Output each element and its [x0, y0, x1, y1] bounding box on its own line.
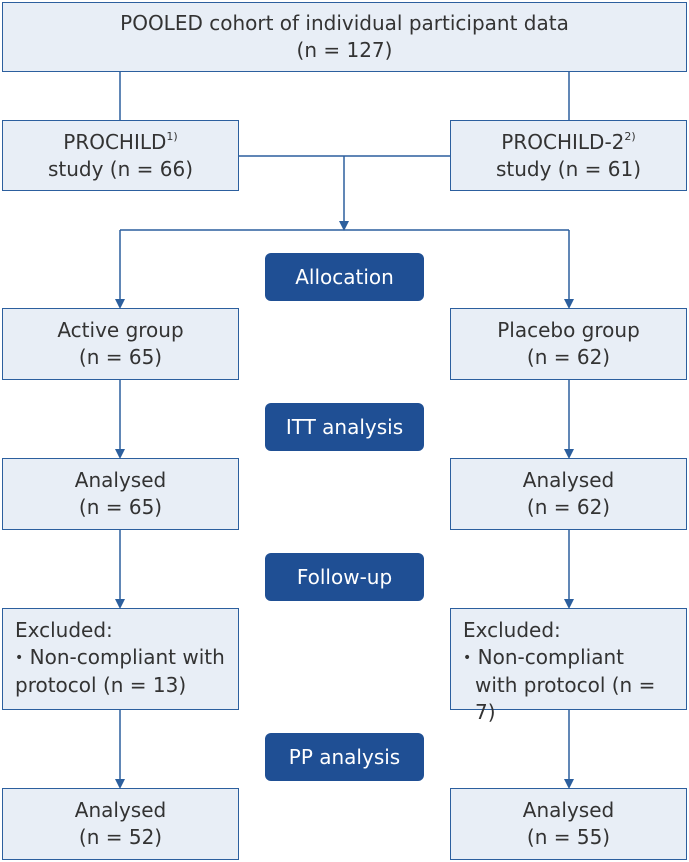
itt-analysed-placebo-box: Analysed (n = 62) [450, 458, 687, 530]
excluded-placebo-box: Excluded: • Non-compliant with protocol … [450, 608, 687, 724]
prochild-study-count: study (n = 66) [47, 156, 194, 181]
pooled-cohort-count: (n = 127) [296, 38, 393, 62]
prochild-reference: 1) [166, 129, 178, 143]
prochild-study-name: PROCHILD1) [63, 129, 178, 154]
prochild-2-reference: 2) [624, 129, 636, 143]
prochild-2-study-count: study (n = 61) [495, 156, 642, 181]
pp-analysed-active-count: (n = 52) [78, 825, 163, 849]
pp-analysed-placebo-label: Analysed [522, 798, 615, 822]
excluded-placebo-title: Excluded: [463, 618, 561, 642]
active-group-count: (n = 65) [78, 345, 163, 369]
follow-up-label: Follow-up [265, 553, 424, 601]
excluded-active-box: Excluded: • Non-compliant with protocol … [2, 608, 239, 710]
excluded-active-reason: • Non-compliant with [15, 645, 225, 669]
pp-analysed-placebo-box: Analysed (n = 55) [450, 788, 687, 860]
excluded-active-count: protocol (n = 13) [15, 673, 187, 697]
placebo-group-count: (n = 62) [526, 345, 611, 369]
active-group-box: Active group (n = 65) [2, 308, 239, 380]
excluded-placebo-reason: • Non-compliant [463, 645, 625, 669]
active-group-label: Active group [57, 318, 184, 342]
prochild-study-box: PROCHILD1) study (n = 66) [2, 120, 239, 191]
placebo-group-box: Placebo group (n = 62) [450, 308, 687, 380]
prochild-2-study-box: PROCHILD-22) study (n = 61) [450, 120, 687, 191]
itt-analysed-active-box: Analysed (n = 65) [2, 458, 239, 530]
bullet-icon: • [463, 650, 472, 666]
pp-analysed-active-label: Analysed [74, 798, 167, 822]
placebo-group-label: Placebo group [497, 318, 640, 342]
allocation-label: Allocation [265, 253, 424, 301]
prochild-2-study-name: PROCHILD-22) [501, 129, 636, 154]
excluded-active-title: Excluded: [15, 618, 113, 642]
excluded-placebo-count: with protocol (n = 7) [475, 673, 656, 724]
pooled-cohort-title: POOLED cohort of individual participant … [120, 11, 569, 35]
pp-analysed-placebo-count: (n = 55) [526, 825, 611, 849]
itt-analysed-active-label: Analysed [74, 468, 167, 492]
pp-analysed-active-box: Analysed (n = 52) [2, 788, 239, 860]
itt-analysis-label: ITT analysis [265, 403, 424, 451]
pooled-cohort-box: POOLED cohort of individual participant … [2, 2, 687, 72]
itt-analysed-active-count: (n = 65) [78, 495, 163, 519]
bullet-icon: • [15, 650, 24, 666]
itt-analysed-placebo-label: Analysed [522, 468, 615, 492]
pp-analysis-label: PP analysis [265, 733, 424, 781]
itt-analysed-placebo-count: (n = 62) [526, 495, 611, 519]
